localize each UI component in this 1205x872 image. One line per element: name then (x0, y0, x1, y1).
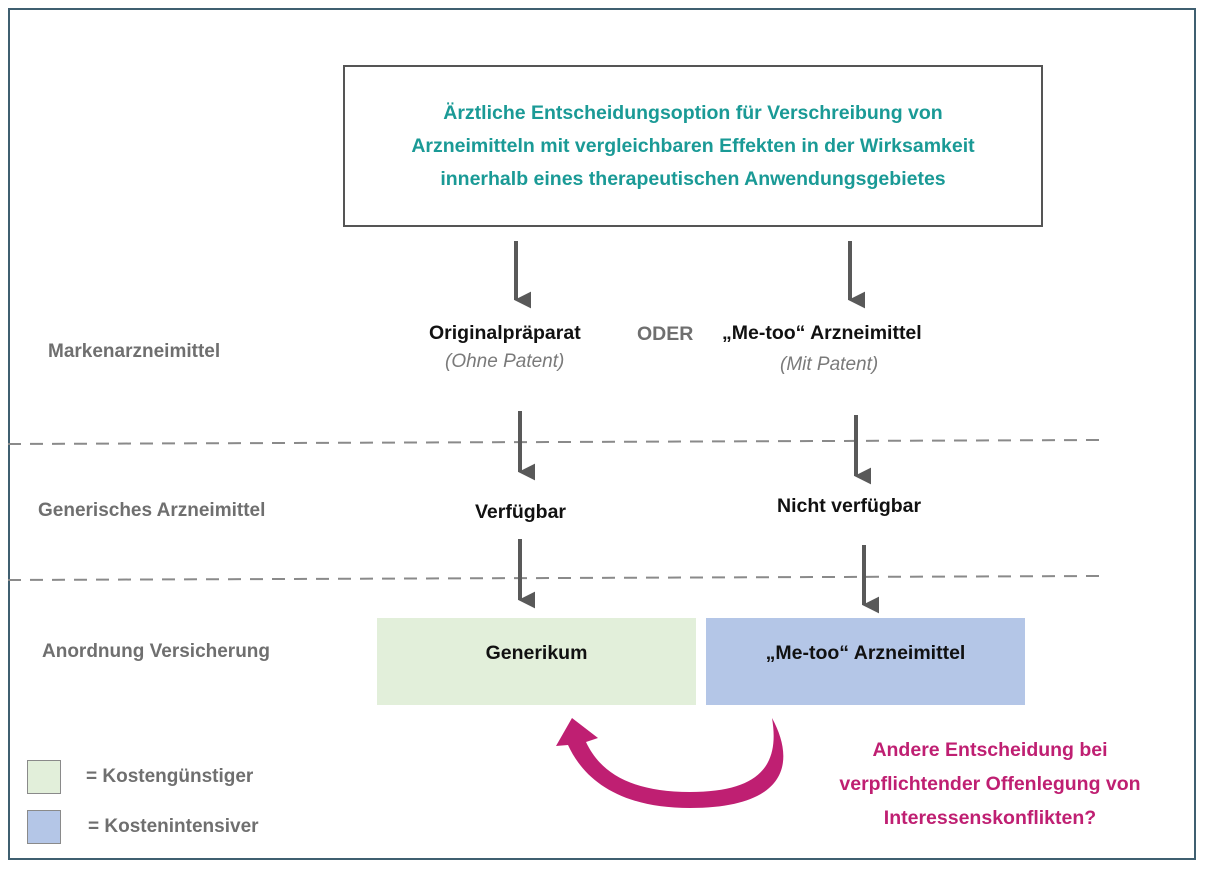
me-too-label: „Me-too“ Arzneimittel (722, 322, 922, 344)
diagram-frame (8, 8, 1196, 860)
originalpraeparat-label: Originalpräparat (429, 322, 581, 344)
decision-option-line-2: Arzneimitteln mit vergleichbaren Effekte… (411, 134, 975, 157)
mit-patent-label: (Mit Patent) (780, 354, 879, 375)
generikum-label: Generikum (485, 642, 588, 664)
legend-label-cheap: = Kostengünstiger (86, 766, 254, 787)
legend-swatch-expensive (27, 810, 61, 844)
ohne-patent-label: (Ohne Patent) (445, 351, 565, 372)
disclosure-question: Andere Entscheidung bei verpflichtender … (800, 733, 1180, 835)
separator-line-upper (7, 439, 1101, 445)
verfuegbar-label: Verfügbar (475, 501, 567, 523)
me-too-result-box: „Me-too“ Arzneimittel (706, 618, 1025, 705)
generikum-box: Generikum (377, 618, 696, 705)
separator-line-lower (7, 575, 1101, 581)
legend-swatch-cheap (27, 760, 61, 794)
nicht-verfuegbar-label: Nicht verfügbar (777, 495, 922, 517)
question-line-1: Andere Entscheidung bei (872, 739, 1108, 761)
question-line-3: Interessenskonflikten? (883, 807, 1097, 829)
row-label-brand: Markenarzneimittel (48, 341, 221, 362)
oder-label: ODER (637, 323, 694, 345)
row-label-insurance: Anordnung Versicherung (42, 641, 271, 662)
curved-decision-arrow (556, 718, 784, 808)
decision-option-line-3: innerhalb eines therapeutischen Anwendun… (440, 167, 946, 190)
decision-option-line-1: Ärztliche Entscheidungsoption für Versch… (443, 101, 943, 124)
decision-option-box: Ärztliche Entscheidungsoption für Versch… (343, 65, 1043, 227)
question-line-2: verpflichtender Offenlegung von (839, 773, 1141, 795)
legend-label-expensive: = Kostenintensiver (88, 816, 259, 837)
me-too-result-label: „Me-too“ Arzneimittel (765, 642, 966, 664)
row-label-generic: Generisches Arzneimittel (38, 500, 266, 521)
